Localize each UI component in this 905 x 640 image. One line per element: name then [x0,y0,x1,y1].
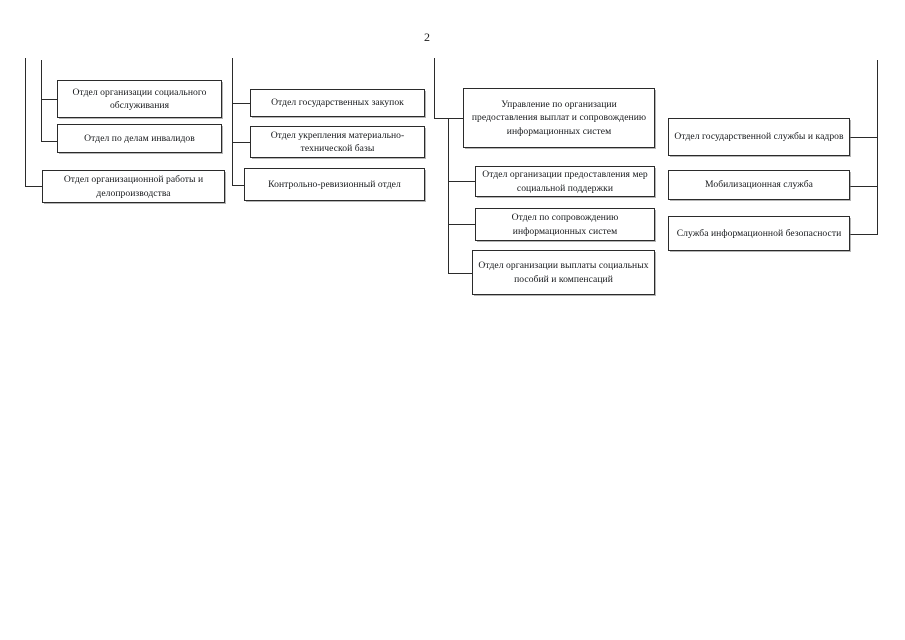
connector-branch-n10 [448,273,473,274]
chart-node-information-systems-support[interactable]: Отдел по сопровождению информационных си… [475,208,655,241]
chart-node-label: Отдел государственных закупок [271,97,404,109]
chart-node-social-benefits-payments[interactable]: Отдел организации выплаты социальных пос… [472,250,655,295]
chart-node-label: Отдел по сопровождению информационных си… [511,212,619,237]
connector-branch-n7 [434,118,464,119]
chart-node-label: Мобилизационная служба [705,179,813,191]
connector-branch-n9 [448,224,476,225]
chart-node-social-support-measures[interactable]: Отдел организации предоставления мер соц… [475,166,655,197]
connector-branch-n6 [232,185,245,186]
chart-node-mobilization-service[interactable]: Мобилизационная служба [668,170,850,200]
connector-middleleft-trunk [232,58,233,186]
connector-branch-n5 [232,142,251,143]
connector-right-trunk [877,60,878,235]
chart-node-label: Служба информационной безопасности [676,227,842,239]
chart-node-label: Отдел по делам инвалидов [84,132,195,144]
chart-node-label: Отдел укрепления материально-технической… [270,129,405,154]
connector-branch-n11 [850,137,878,138]
chart-node-label: Отдел организации выплаты социальных пос… [478,260,649,285]
connector-branch-n1 [41,99,58,100]
chart-node-audit-department[interactable]: Контрольно-ревизионный отдел [244,168,425,201]
connector-left-outer-trunk [25,58,26,186]
chart-node-state-procurement[interactable]: Отдел государственных закупок [250,89,425,117]
connector-branch-n13 [850,234,878,235]
connector-branch-n8 [448,181,476,182]
connector-branch-n3 [25,186,43,187]
chart-node-payments-management[interactable]: Управление по организации предоставления… [463,88,655,148]
connector-branch-n4 [232,103,251,104]
connector-branch-n12 [850,186,878,187]
chart-node-label: Контрольно-ревизионный отдел [268,178,401,190]
chart-node-information-security-service[interactable]: Служба информационной безопасности [668,216,850,251]
chart-node-organizational-work[interactable]: Отдел организационной работы и делопроиз… [42,170,225,203]
chart-node-label: Отдел организации социального обслуживан… [72,86,207,111]
chart-node-label: Отдел государственной службы и кадров [674,131,844,143]
chart-node-civil-service-personnel[interactable]: Отдел государственной службы и кадров [668,118,850,156]
chart-node-social-services[interactable]: Отдел организации социального обслуживан… [57,80,222,118]
connector-left-inner-trunk [41,60,42,142]
page-number: 2 [424,30,430,44]
chart-node-material-base[interactable]: Отдел укрепления материально-технической… [250,126,425,158]
connector-middleright-lower-trunk [448,118,449,273]
chart-node-disabled-affairs[interactable]: Отдел по делам инвалидов [57,124,222,153]
chart-node-label: Отдел организации предоставления мер соц… [482,169,648,194]
chart-node-label: Управление по организации предоставления… [471,99,647,137]
chart-node-label: Отдел организационной работы и делопроиз… [63,174,204,199]
connector-branch-n2 [41,141,58,142]
connector-middleright-upper-trunk [434,58,435,118]
